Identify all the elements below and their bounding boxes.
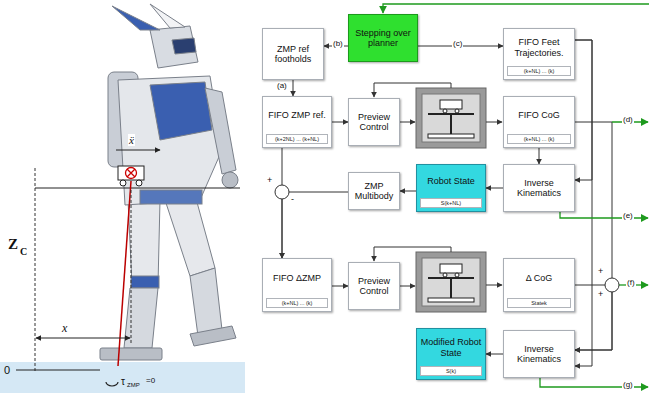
edge-label: (b) [332,40,344,49]
connector [575,40,592,180]
box-title: FIFO ΔZMP [263,259,331,298]
process-box: FIFO CoG(k+NL) ... (k) [503,96,575,148]
connector [575,285,612,350]
sign-label: - [291,195,294,205]
model-annotation: 0 [4,364,10,376]
highlight-box: Modified Robot StateS(k) [416,328,486,380]
model-annotation: C [20,246,27,257]
process-box: Inverse Kinematics [503,164,575,212]
box-title: Inverse Kinematics [504,331,574,377]
connector [539,148,540,164]
box-title: Preview Control [349,263,399,309]
connector [486,354,503,355]
process-box: Preview Control [348,262,400,310]
box-title: Inverse Kinematics [504,165,574,211]
connector [282,192,348,258]
connector [293,80,294,96]
box-title: FIFO CoG [504,97,574,134]
buffer-index: S(k+NL) [420,198,482,208]
process-box: ZMP ref footholds [262,28,324,80]
connector [332,122,348,123]
buffer-index: S(k) [420,366,482,376]
connector [332,286,348,287]
box-title: Δ CoG [504,259,574,298]
connector [486,188,503,189]
buffer-index: (k+NL) ... (k) [507,134,571,144]
sign-label: + [598,290,603,300]
highlight-box: Robot StateS(k+NL) [416,164,486,212]
box-title: Stepping over planner [349,15,417,61]
floor [0,362,245,393]
output-wire [383,4,649,387]
model-annotation: τ [121,376,125,387]
robot-figure [100,4,238,360]
sign-label: + [598,267,603,277]
box-title: ZMP Multibody [349,173,399,209]
process-box: Preview Control [348,98,400,146]
cart-table-block [416,252,486,312]
model-annotation: Z [8,236,18,253]
box-title: FIFO Feet Trajectories. [504,29,574,66]
edge-label: (a) [276,82,288,91]
buffer-index: Statek [507,298,571,308]
box-title: FIFO ZMP ref. [263,97,331,134]
model-annotation: =0 [146,377,155,386]
model-annotation: ẍ [128,134,135,146]
box-title: Robot State [417,165,485,198]
cart-table-block [416,88,486,148]
signal-label: (f) [626,279,636,288]
buffer-index: (k+NL) ... (k) [266,298,328,308]
summing-junction [605,278,619,292]
signal-label: (g) [622,381,634,390]
box-title: Modified Robot State [417,329,485,366]
edge-label: (c) [452,40,463,49]
process-box: Inverse Kinematics [503,330,575,378]
highlight-box: Stepping over planner [348,14,418,62]
summing-junction [275,185,289,199]
process-box: FIFO Feet Trajectories.(k+NL) ... (k) [503,28,575,80]
process-box: FIFO ΔZMP(k+NL) ... (k) [262,258,332,312]
box-title: ZMP ref footholds [263,29,323,79]
buffer-index: (k+2NL) ... (k+NL) [266,134,328,144]
process-box: FIFO ZMP ref.(k+2NL) ... (k+NL) [262,96,332,148]
connector [575,122,612,350]
process-box: ZMP Multibody [348,172,400,210]
connector [575,40,592,366]
signal-label: (d) [622,116,634,125]
cart-table-model [16,150,240,386]
model-annotation: x [62,322,67,335]
box-title: Preview Control [349,99,399,145]
connector [400,191,416,192]
sign-label: + [267,176,272,186]
buffer-index: (k+NL) ... (k) [507,66,571,76]
signal-label: (e) [622,212,634,221]
model-annotation: ZMP [127,382,140,389]
process-box: Δ CoGStatek [503,258,575,312]
